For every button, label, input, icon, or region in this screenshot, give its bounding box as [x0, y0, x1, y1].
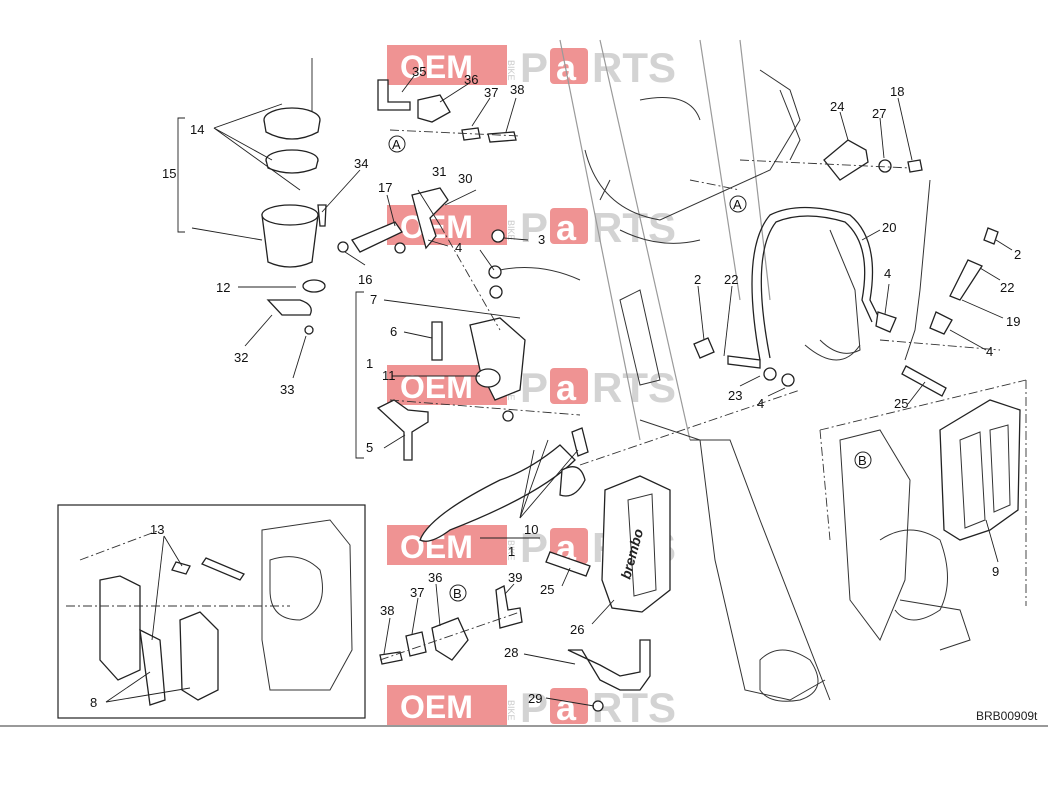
svg-text:BIKE: BIKE [506, 60, 516, 81]
callout-26: 26 [570, 622, 584, 637]
brake-switch-group-top [377, 79, 521, 143]
bracket-15 [177, 117, 185, 233]
callout-25: 25 [894, 396, 908, 411]
callout-8: 8 [90, 695, 97, 710]
callout-16: 16 [358, 272, 372, 287]
callout-36: 36 [428, 570, 442, 585]
svg-text:P: P [520, 204, 548, 251]
callout-6: 6 [390, 324, 397, 339]
callout-4: 4 [757, 396, 764, 411]
svg-text:a: a [556, 367, 577, 408]
callout-2: 2 [694, 272, 701, 287]
callout-38: 38 [380, 603, 394, 618]
callout-1: 1 [366, 356, 373, 371]
svg-text:OEM: OEM [400, 689, 473, 725]
reservoir-group [261, 58, 406, 335]
svg-text:a: a [556, 207, 577, 248]
brake-pads-group [66, 519, 353, 706]
svg-text:OEM: OEM [400, 209, 473, 245]
callout-10: 10 [524, 522, 538, 537]
callout-11: 11 [382, 368, 396, 383]
svg-text:P: P [520, 44, 548, 91]
center-caliper [545, 475, 671, 712]
svg-text:BIKE: BIKE [506, 700, 516, 721]
ref-mark-b-right: B [854, 451, 872, 469]
callout-33: 33 [280, 382, 294, 397]
callout-22: 22 [1000, 280, 1014, 295]
callout-13: 13 [150, 522, 164, 537]
svg-text:B: B [858, 453, 867, 468]
svg-text:P: P [520, 524, 548, 571]
callout-35: 35 [412, 64, 426, 79]
svg-text:A: A [733, 197, 742, 212]
drawing-code: BRB00909t [976, 709, 1038, 723]
callout-18: 18 [890, 84, 904, 99]
callout-30: 30 [458, 171, 472, 186]
right-caliper [819, 365, 1027, 606]
callout-36: 36 [464, 72, 478, 87]
callout-39: 39 [508, 570, 522, 585]
callout-4: 4 [986, 344, 993, 359]
watermark-bottom: OEM BIKE P a RTS [387, 684, 676, 731]
ref-mark-a-right: A [729, 195, 747, 213]
brake-hose-group [693, 206, 999, 387]
callout-7: 7 [370, 292, 377, 307]
callout-20: 20 [882, 220, 896, 235]
svg-text:P: P [520, 364, 548, 411]
callout-29: 29 [528, 691, 542, 706]
svg-text:RTS: RTS [592, 684, 676, 731]
svg-text:RTS: RTS [592, 364, 676, 411]
callout-4: 4 [884, 266, 891, 281]
callout-24: 24 [830, 99, 844, 114]
callout-38: 38 [510, 82, 524, 97]
svg-text:RTS: RTS [592, 44, 676, 91]
callout-17: 17 [378, 180, 392, 195]
callout-19: 19 [1006, 314, 1020, 329]
svg-text:P: P [520, 684, 548, 731]
callout-31: 31 [432, 164, 446, 179]
svg-text:RTS: RTS [592, 204, 676, 251]
callout-34: 34 [354, 156, 368, 171]
svg-text:B: B [453, 586, 462, 601]
svg-text:BIKE: BIKE [506, 220, 516, 241]
callout-2: 2 [1014, 247, 1021, 262]
callout-25: 25 [540, 582, 554, 597]
svg-text:OEM: OEM [400, 369, 473, 405]
master-cylinder-group [376, 187, 589, 542]
callout-1: 1 [508, 544, 515, 559]
ref-mark-a-top: A [388, 135, 406, 153]
fork-assembly [559, 39, 971, 702]
bracket-1-upper [355, 291, 364, 459]
svg-text:a: a [556, 47, 577, 88]
callout-5: 5 [366, 440, 373, 455]
callout-28: 28 [504, 645, 518, 660]
callout-14: 14 [190, 122, 204, 137]
callout-23: 23 [728, 388, 742, 403]
svg-text:A: A [392, 137, 401, 152]
svg-text:a: a [556, 687, 577, 728]
brake-switch-group-bottom [379, 585, 523, 665]
callout-3: 3 [538, 232, 545, 247]
callout-37: 37 [410, 585, 424, 600]
callout-12: 12 [216, 280, 230, 295]
watermark-top: OEM BIKE P a RTS [387, 44, 676, 91]
callout-27: 27 [872, 106, 886, 121]
callout-9: 9 [992, 564, 999, 579]
callout-4: 4 [455, 240, 462, 255]
svg-text:BIKE: BIKE [506, 540, 516, 561]
bracket-group-top-right [689, 139, 923, 191]
callout-37: 37 [484, 85, 498, 100]
ref-mark-b-bottom: B [449, 584, 467, 602]
callout-15: 15 [162, 166, 176, 181]
callout-32: 32 [234, 350, 248, 365]
callout-22: 22 [724, 272, 738, 287]
